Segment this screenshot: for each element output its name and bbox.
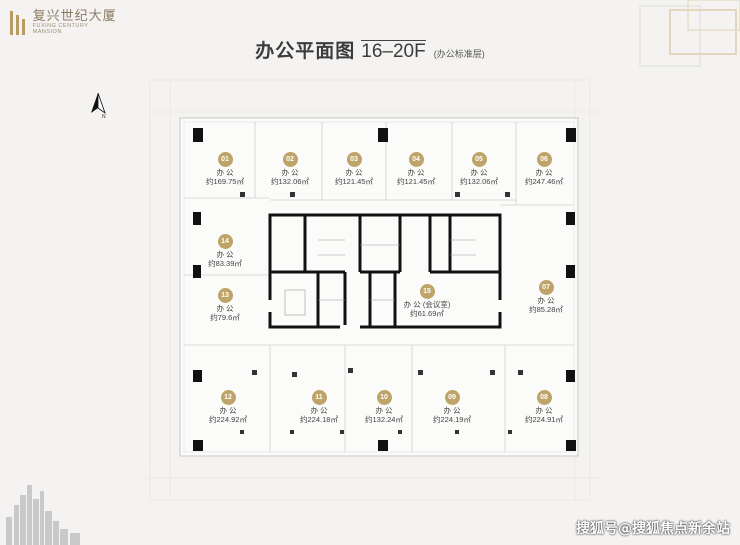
unit-area: 约83.39㎡ <box>208 259 242 268</box>
unit-number-badge: 07 <box>538 280 554 295</box>
decorative-frame <box>639 0 740 67</box>
unit-number-badge: 02 <box>282 152 298 167</box>
unit-area: 约224.19㎡ <box>433 415 471 424</box>
unit-use: 办 公 <box>310 406 328 415</box>
unit-area: 约61.69㎡ <box>410 309 444 318</box>
unit-area: 约132.06㎡ <box>460 177 498 186</box>
unit-area: 约224.18㎡ <box>300 415 338 424</box>
unit-04: 04 办 公 约121.45㎡ <box>381 148 451 186</box>
unit-use: 办 公 (会议室) <box>403 300 451 309</box>
unit-15: 15 办 公 (会议室) 约61.69㎡ <box>392 280 462 318</box>
logo-chinese-name: 复兴世纪大厦 <box>32 9 117 25</box>
unit-number-badge: 15 <box>419 284 435 299</box>
logo-mark-icon <box>8 9 28 37</box>
unit-number-badge: 13 <box>217 288 233 303</box>
unit-area: 约247.46㎡ <box>525 177 563 186</box>
title-subtitle: (办公标准层) <box>433 49 485 59</box>
unit-number-badge: 04 <box>408 152 424 167</box>
unit-11: 11 办 公 约224.18㎡ <box>284 386 354 424</box>
unit-05: 05 办 公 约132.06㎡ <box>444 148 514 186</box>
title-main: 办公平面图 <box>255 40 356 62</box>
unit-10: 10 办 公 约132.24㎡ <box>349 386 419 424</box>
unit-number-badge: 09 <box>444 390 460 405</box>
unit-number-badge: 06 <box>536 152 552 167</box>
unit-number-badge: 11 <box>311 390 327 405</box>
unit-use: 办 公 <box>537 296 555 305</box>
unit-09: 09 办 公 约224.19㎡ <box>417 386 487 424</box>
title-floors: 16–20F <box>361 40 426 62</box>
unit-area: 约132.24㎡ <box>365 415 403 424</box>
brand-logo: 复兴世纪大厦 FUXING CENTURY MANSION <box>8 6 118 40</box>
unit-use: 办 公 <box>407 168 425 177</box>
north-arrow-icon: N <box>91 93 106 119</box>
unit-use: 办 公 <box>345 168 363 177</box>
unit-number-badge: 03 <box>346 152 362 167</box>
unit-number-badge: 08 <box>536 390 552 405</box>
unit-use: 办 公 <box>535 406 553 415</box>
unit-use: 办 公 <box>535 168 553 177</box>
unit-use: 办 公 <box>443 406 461 415</box>
unit-use: 办 公 <box>470 168 488 177</box>
unit-area: 约224.92㎡ <box>209 415 247 424</box>
unit-14: 14 办 公 约83.39㎡ <box>190 230 260 268</box>
unit-03: 03 办 公 约121.45㎡ <box>319 148 389 186</box>
unit-area: 约85.28㎡ <box>529 305 563 314</box>
unit-13: 13 办 公 约79.6㎡ <box>190 284 260 322</box>
watermark: 搜狐号@搜狐焦点新余站 <box>576 521 730 537</box>
unit-02: 02 办 公 约132.06㎡ <box>255 148 325 186</box>
unit-12: 12 办 公 约224.92㎡ <box>193 386 263 424</box>
unit-use: 办 公 <box>216 250 234 259</box>
unit-use: 办 公 <box>219 406 237 415</box>
city-skyline-image <box>6 485 80 545</box>
unit-area: 约132.06㎡ <box>271 177 309 186</box>
unit-area: 约224.91㎡ <box>525 415 563 424</box>
unit-number-badge: 12 <box>220 390 236 405</box>
unit-number-badge: 01 <box>217 152 233 167</box>
unit-use: 办 公 <box>281 168 299 177</box>
unit-07: 07 办 公 约85.28㎡ <box>511 276 581 314</box>
unit-number-badge: 10 <box>376 390 392 405</box>
unit-number-badge: 14 <box>217 234 233 249</box>
unit-use: 办 公 <box>216 168 234 177</box>
unit-use: 办 公 <box>216 304 234 313</box>
unit-area: 约169.75㎡ <box>206 177 244 186</box>
unit-use: 办 公 <box>375 406 393 415</box>
unit-06: 06 办 公 约247.46㎡ <box>509 148 579 186</box>
unit-01: 01 办 公 约169.75㎡ <box>190 148 260 186</box>
page-title: 办公平面图 16–20F (办公标准层) <box>0 36 740 63</box>
north-label: N <box>102 114 106 119</box>
unit-number-badge: 05 <box>471 152 487 167</box>
unit-08: 08 办 公 约224.91㎡ <box>509 386 579 424</box>
unit-area: 约79.6㎡ <box>210 313 240 322</box>
logo-english-name: FUXING CENTURY MANSION <box>32 23 89 35</box>
unit-area: 约121.45㎡ <box>397 177 435 186</box>
unit-area: 约121.45㎡ <box>335 177 373 186</box>
